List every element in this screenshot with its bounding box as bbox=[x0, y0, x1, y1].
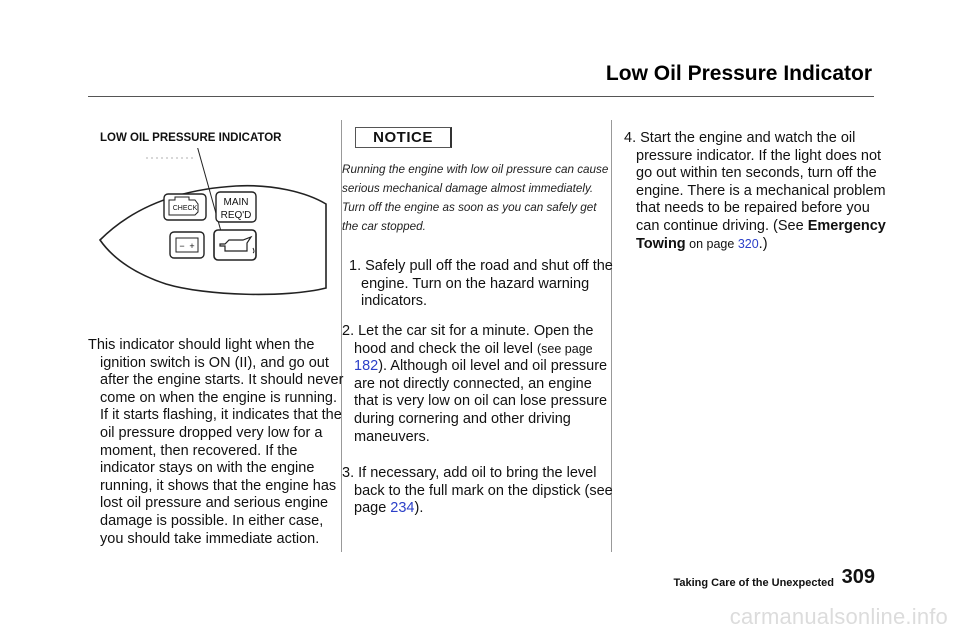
battery-icon: − + bbox=[169, 231, 205, 259]
header-divider bbox=[88, 96, 874, 97]
step-2-see-page: (see page bbox=[537, 341, 593, 356]
svg-text:−: − bbox=[179, 241, 184, 251]
step-2: 2. Let the car sit for a minute. Open th… bbox=[342, 323, 618, 446]
svg-text:MAIN: MAIN bbox=[224, 197, 249, 208]
page-title: Low Oil Pressure Indicator bbox=[605, 62, 872, 85]
column-divider-left bbox=[341, 120, 342, 552]
check-engine-icon: CHECK bbox=[163, 193, 207, 221]
page-link-182[interactable]: 182 bbox=[354, 358, 379, 375]
step-3: 3. If necessary, add oil to bring the le… bbox=[342, 465, 618, 518]
footer-section-title: Taking Care of the Unexpected bbox=[673, 577, 834, 589]
step-1: 1. Safely pull off the road and shut off… bbox=[349, 258, 613, 310]
page-link-320[interactable]: 320 bbox=[737, 236, 759, 251]
maintenance-required-icon: MAIN REQ'D bbox=[215, 191, 257, 223]
column-divider-right bbox=[611, 120, 612, 552]
notice-label: NOTICE bbox=[355, 127, 452, 148]
figure-caption: LOW OIL PRESSURE INDICATOR bbox=[100, 132, 282, 144]
step-4-text-cont: .) bbox=[758, 235, 768, 252]
page-link-234[interactable]: 234 bbox=[390, 500, 415, 517]
svg-text:+: + bbox=[189, 241, 194, 251]
notice-text: Running the engine with low oil pressure… bbox=[342, 163, 609, 233]
emergency-towing-ref: Emergency Towing bbox=[636, 217, 886, 252]
oil-pressure-icon bbox=[213, 229, 257, 261]
step-4-text: 4. Start the engine and watch the oil pr… bbox=[624, 130, 886, 234]
instrument-panel-illustration: CHECK MAIN REQ'D − + bbox=[98, 148, 327, 296]
page-number: 309 bbox=[841, 566, 875, 588]
step-3-text-cont: ). bbox=[414, 500, 424, 517]
step-4: 4. Start the engine and watch the oil pr… bbox=[624, 130, 888, 253]
svg-text:CHECK: CHECK bbox=[173, 205, 198, 212]
svg-text:REQ'D: REQ'D bbox=[221, 210, 252, 221]
watermark: carmanualsonline.info bbox=[729, 604, 948, 629]
step-3-text: 3. If necessary, add oil to bring the le… bbox=[342, 465, 613, 517]
step-4-on-page: on page bbox=[685, 236, 738, 251]
step-2-text: 2. Let the car sit for a minute. Open th… bbox=[342, 323, 594, 357]
intro-paragraph: This indicator should light when the ign… bbox=[88, 337, 344, 547]
step-2-text-cont: ). Although oil level and oil pressure a… bbox=[354, 358, 608, 445]
